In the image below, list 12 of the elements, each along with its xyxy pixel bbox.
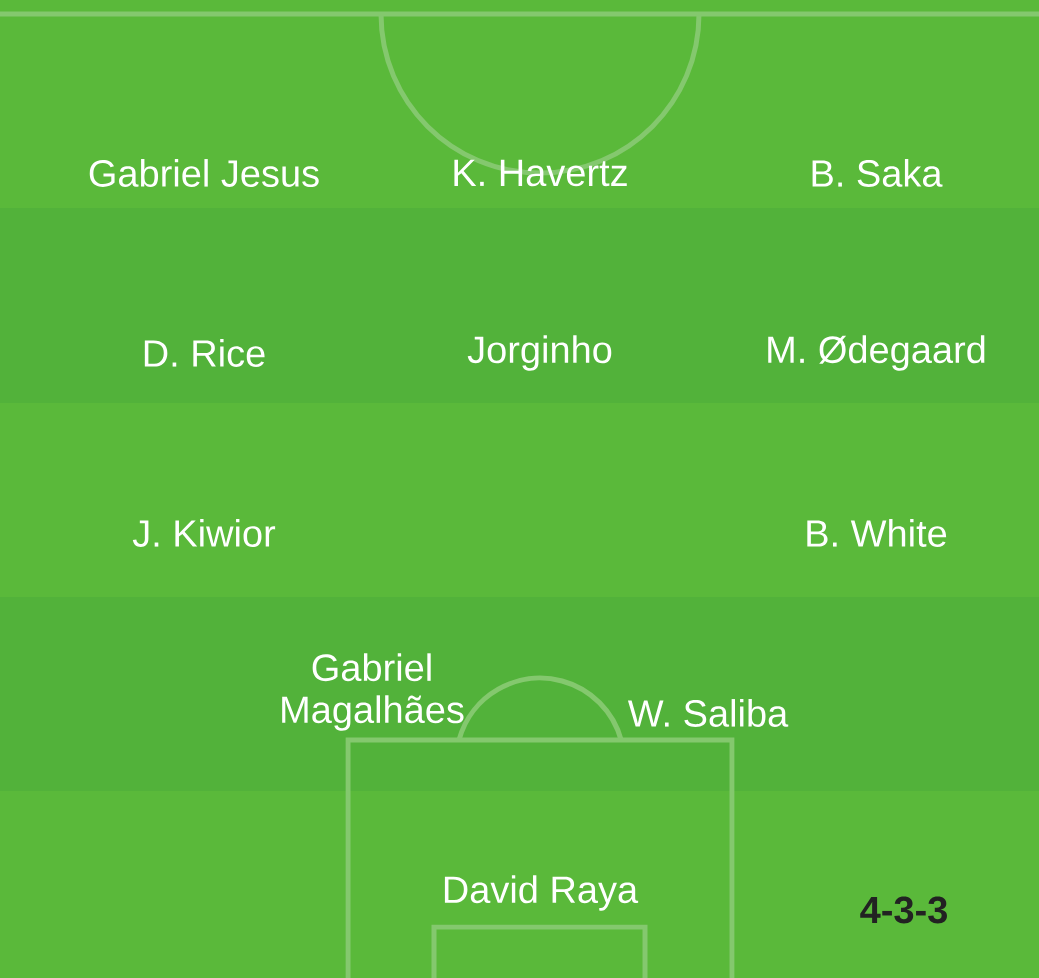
player-name: David Raya [444, 875, 639, 911]
player-name: D. Rice [144, 339, 265, 367]
player-name: Jorginho [467, 335, 612, 371]
player-name: B. Saka [812, 159, 943, 187]
player-name: Gabriel Jesus [89, 159, 319, 187]
player-name: M. Ødegaard [768, 335, 985, 371]
formation-label: 4-3-3 [860, 896, 947, 924]
player-name: W. Saliba [627, 699, 789, 727]
player-name: Gabriel Magalhães [282, 653, 464, 731]
player-name: J. Kiwior [132, 519, 276, 547]
player-name: B. White [807, 519, 947, 547]
player-name: K. Havertz [454, 159, 627, 187]
